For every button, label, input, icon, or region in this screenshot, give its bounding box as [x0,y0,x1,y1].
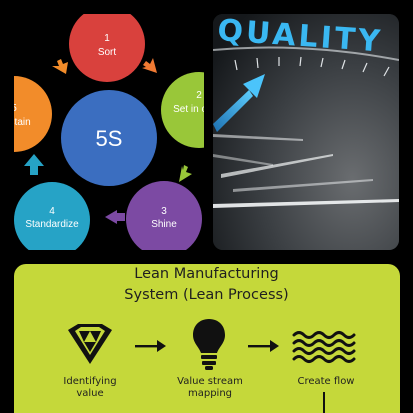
five-s-panel: 5S 1 Sort 2 Set in order 3 Shine 4 Stand… [14,14,204,250]
step-circle-standardize [14,182,90,250]
sort-number: 1 [104,33,110,44]
sustain-number: 5 [14,103,17,114]
arrow-shine-to-standardize-shaft [117,213,125,221]
gauge-rim [213,46,399,61]
quality-gauge-graphic: QUALITY [213,14,399,250]
arrow-standardize-to-sustain-shaft [30,166,38,175]
diamond-icon [68,324,112,364]
quality-gauge-panel: QUALITY [213,14,399,250]
arrow-right-icon [248,340,279,352]
step-identifying-value-label-line2: value [76,388,104,399]
gauge-ticks [234,56,390,77]
flow-connector-line [323,392,325,413]
arrow-shine-to-standardize [105,210,117,224]
step-value-stream-label-line2: mapping [187,388,233,399]
step-circle-sort [69,14,145,82]
gauge-needle [213,74,265,132]
sustain-label: Sustain [14,117,31,128]
sort-label: Sort [98,47,117,58]
arrow-set-to-shine [179,165,192,182]
step-create-flow-label: Create flow [297,376,355,387]
set-in-order-label: Set in order [173,104,204,115]
waves-icon [292,331,356,363]
step-circle-set-in-order [161,72,204,148]
shine-number: 3 [161,206,167,217]
center-circle-5s [61,90,157,186]
standardize-number: 4 [49,206,55,217]
lightbulb-icon [193,319,225,370]
step-identifying-value-label-line1: Identifying [63,376,117,387]
set-in-order-number: 2 [196,90,202,101]
lean-title-line1: Lean Manufacturing [134,266,279,282]
arrow-standardize-to-sustain [24,154,44,166]
center-label: 5S [96,126,123,151]
five-s-cycle-diagram: 5S 1 Sort 2 Set in order 3 Shine 4 Stand… [14,14,204,250]
arrow-sustain-to-sort [52,59,68,74]
step-circle-sustain [14,76,52,152]
lean-title-line2: System (Lean Process) [124,287,289,303]
arrow-right-icon [135,340,166,352]
motion-streaks [213,134,399,208]
step-value-stream-label-line1: Value stream [177,376,243,387]
step-circle-shine [126,181,202,250]
standardize-label: Standardize [25,219,79,230]
shine-label: Shine [151,219,177,230]
arrow-sort-to-set [142,58,157,73]
